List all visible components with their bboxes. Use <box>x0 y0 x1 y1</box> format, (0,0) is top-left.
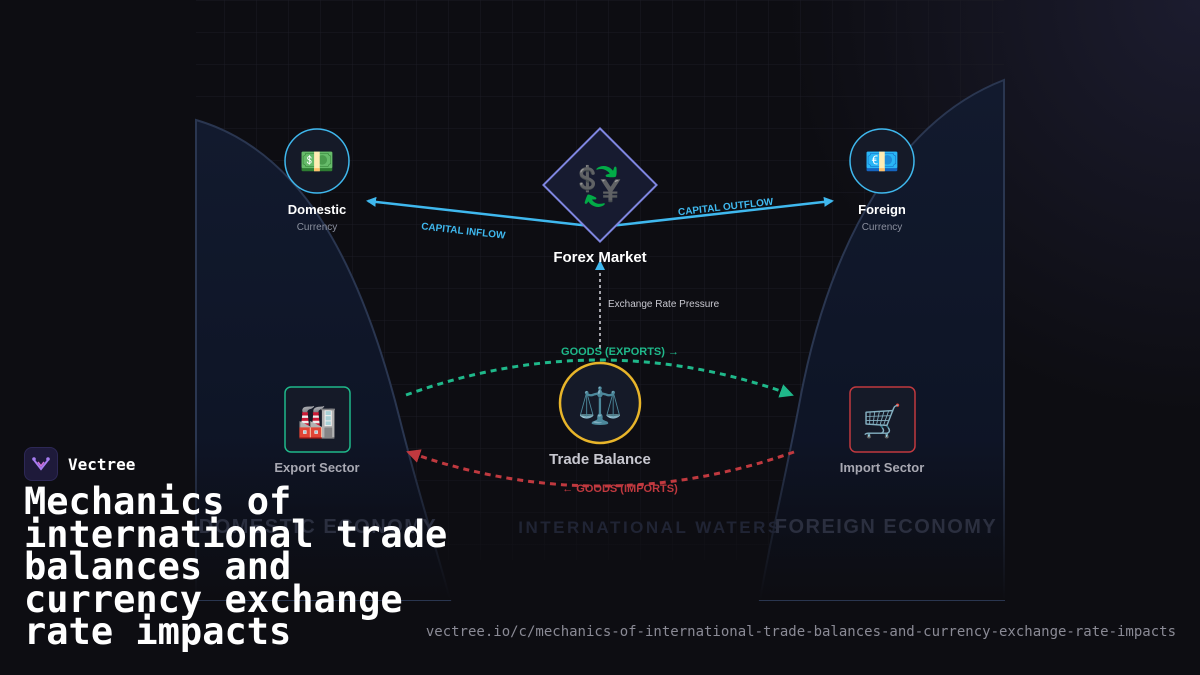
region-label-domestic: DOMESTIC ECONOMY <box>199 516 437 538</box>
balance-scale-icon: ⚖️ <box>578 385 623 426</box>
foreign-currency-title: Foreign <box>858 202 906 217</box>
page-url[interactable]: vectree.io/c/mechanics-of-international-… <box>425 624 1176 640</box>
brand-name: Vectree <box>68 454 136 474</box>
domestic-currency-node: 💵 Domestic Currency <box>284 128 350 233</box>
import-sector-title: Import Sector <box>840 460 925 475</box>
forex-market-title: Forex Market <box>553 249 646 266</box>
capital-outflow-arrow <box>609 196 834 228</box>
goods-imports-label: ← GOODS (IMPORTS) <box>562 483 678 495</box>
foreign-currency-node: 💶 Foreign Currency <box>849 128 915 233</box>
capital-inflow-arrow <box>366 196 591 228</box>
export-sector-title: Export Sector <box>274 460 359 475</box>
exchange-rate-pressure-label: Exchange Rate Pressure <box>608 299 720 310</box>
goods-exports-label: GOODS (EXPORTS) → <box>561 346 679 358</box>
trade-balance-node: ⚖️ Trade Balance <box>549 361 651 468</box>
banknote-icon: 💵 <box>300 146 335 177</box>
foreign-currency-subtitle: Currency <box>862 222 903 233</box>
currency-exchange-icon: 💱 <box>576 164 623 209</box>
euro-banknote-icon: 💶 <box>865 146 900 177</box>
shopping-cart-icon: 🛒 <box>862 403 902 439</box>
page-title: Mechanics of international trade balance… <box>24 480 448 653</box>
region-label-waters: INTERNATIONAL WATERS <box>518 518 781 537</box>
domestic-currency-subtitle: Currency <box>297 222 338 233</box>
factory-icon: 🏭 <box>297 403 337 439</box>
region-label-foreign: FOREIGN ECONOMY <box>775 516 998 538</box>
domestic-currency-title: Domestic <box>288 202 347 217</box>
vectree-logo-icon <box>24 447 58 481</box>
bottom-fade <box>0 440 1200 600</box>
export-sector-node: 🏭 Export Sector <box>274 386 360 475</box>
forex-market-node: 💱 Forex Market <box>542 127 658 266</box>
import-sector-node: 🛒 Import Sector <box>840 386 925 475</box>
brand: Vectree <box>24 447 135 481</box>
trade-balance-title: Trade Balance <box>549 451 651 468</box>
